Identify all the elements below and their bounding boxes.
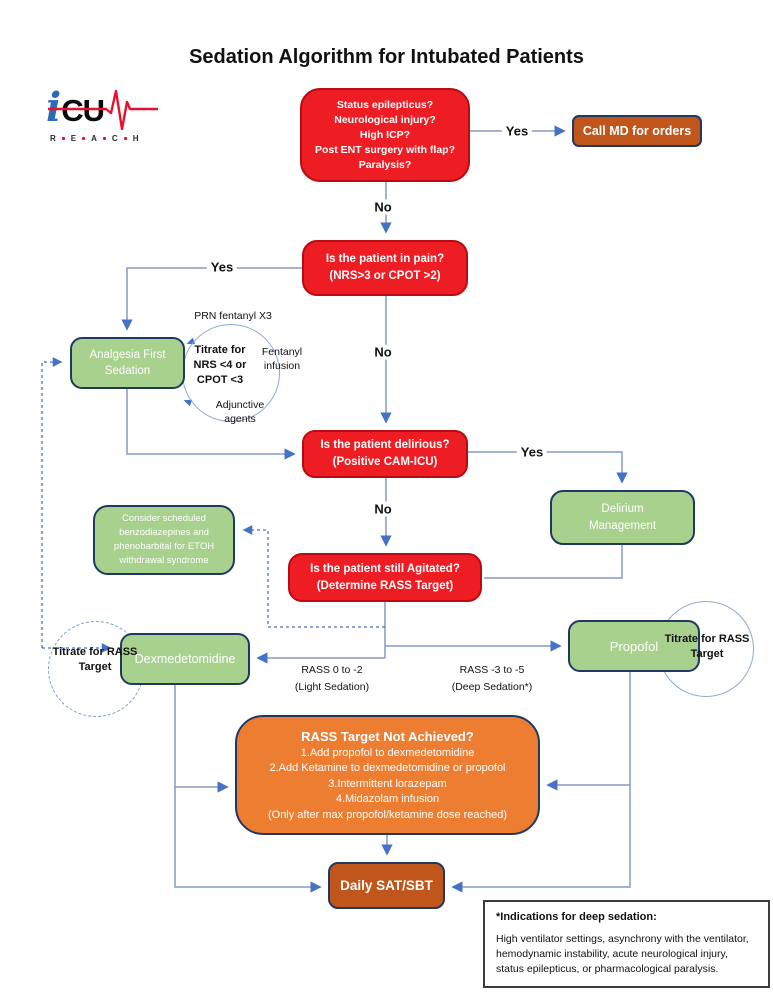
edge-label-no-delirious: No bbox=[370, 501, 396, 517]
delirium-management-node: Delirium Management bbox=[550, 490, 695, 545]
node-line: Paralysis? bbox=[358, 158, 412, 171]
node-line: (Positive CAM-ICU) bbox=[332, 456, 438, 468]
agitated-question-node: Is the patient still Agitated? (Determin… bbox=[288, 553, 482, 602]
reach-letter: A bbox=[91, 134, 97, 143]
node-line: Propofol bbox=[609, 638, 659, 654]
edge-label-yes-pain: Yes bbox=[206, 259, 238, 275]
delirious-question-node: Is the patient delirious? (Positive CAM-… bbox=[302, 430, 468, 478]
cycle-label-fentanyl-infusion: Fentanyl infusion bbox=[261, 346, 303, 372]
node-line: Analgesia First bbox=[89, 349, 166, 361]
dexmedetomidine-node: Dexmedetomidine bbox=[120, 633, 250, 685]
edge-label-no-pain: No bbox=[370, 344, 396, 360]
node-line: Delirium bbox=[601, 502, 644, 515]
node-title: RASS Target Not Achieved? bbox=[301, 728, 474, 744]
red-dot-icon bbox=[123, 137, 127, 140]
red-dot-icon bbox=[61, 137, 65, 140]
edge-label-yes-screening: Yes bbox=[501, 123, 533, 139]
footnote-body: High ventilator settings, asynchrony wit… bbox=[496, 933, 749, 975]
logo-reach-text: R E A C H bbox=[46, 134, 164, 143]
node-line: benzodiazepines and bbox=[119, 527, 209, 538]
node-line: Neurological injury? bbox=[334, 113, 436, 126]
node-line: (Determine RASS Target) bbox=[316, 579, 454, 592]
propofol-node: Propofol bbox=[568, 620, 700, 672]
cycle-label-prn-fentanyl: PRN fentanyl X3 bbox=[194, 310, 272, 322]
footnote-title: *Indications for deep sedation: bbox=[496, 911, 657, 923]
node-line: Is the patient still Agitated? bbox=[310, 562, 460, 575]
red-dot-icon bbox=[82, 137, 86, 140]
node-line: (Only after max propofol/ketamine dose r… bbox=[267, 808, 508, 821]
rass-not-achieved-node: RASS Target Not Achieved? 1.Add propofol… bbox=[235, 715, 540, 835]
edge-label-no-screening: No bbox=[370, 199, 396, 215]
edge-label-yes-delirious: Yes bbox=[516, 444, 548, 460]
call-md-node: Call MD for orders bbox=[572, 115, 702, 147]
logo-letter-i: i bbox=[46, 84, 62, 131]
analgesia-first-sedation-node: Analgesia First Sedation bbox=[70, 337, 185, 389]
node-line: Is the patient in pain? bbox=[325, 253, 445, 265]
node-line: Daily SAT/SBT bbox=[340, 878, 433, 893]
node-line: withdrawal syndrome bbox=[119, 555, 209, 566]
node-line: Sedation bbox=[104, 365, 151, 377]
node-line: Is the patient delirious? bbox=[320, 439, 450, 451]
node-line: Dexmedetomidine bbox=[134, 652, 236, 666]
node-line: (NRS>3 or CPOT >2) bbox=[329, 270, 441, 282]
icu-reach-logo: iCU R E A C H bbox=[46, 86, 164, 154]
node-line: Post ENT surgery with flap? bbox=[314, 143, 456, 156]
benzo-consideration-node: Consider scheduled benzodiazepines and p… bbox=[93, 505, 235, 575]
reach-letter: E bbox=[70, 134, 77, 143]
red-dot-icon bbox=[102, 137, 106, 140]
screening-questions-node: Status epilepticus? Neurological injury?… bbox=[300, 88, 470, 182]
rass-deep-label: RASS -3 to -5 (Deep Sedation*) bbox=[451, 664, 533, 693]
node-line: Consider scheduled bbox=[122, 513, 206, 524]
titrate-rass-label-left: Titrate for RASS Target bbox=[52, 646, 138, 673]
logo-letters-cu: CU bbox=[61, 93, 105, 128]
cycle-label-adjunctive-agents: Adjunctive agents bbox=[215, 399, 265, 425]
rass-light-label: RASS 0 to -2 (Light Sedation) bbox=[294, 664, 370, 693]
logo-wordmark: iCU bbox=[46, 86, 164, 132]
node-line: 4.Midazolam infusion bbox=[335, 793, 440, 806]
node-line: 3.Intermittent lorazepam bbox=[328, 777, 447, 790]
node-line: Management bbox=[588, 519, 657, 532]
node-line: 2.Add Ketamine to dexmedetomidine or pro… bbox=[269, 762, 506, 775]
node-line: Status epilepticus? bbox=[336, 98, 434, 111]
deep-sedation-footnote: *Indications for deep sedation: High ven… bbox=[483, 900, 770, 988]
node-line: 1.Add propofol to dexmedetomidine bbox=[300, 746, 475, 759]
reach-letter: C bbox=[111, 134, 118, 143]
node-line: High ICP? bbox=[359, 128, 411, 141]
pain-question-node: Is the patient in pain? (NRS>3 or CPOT >… bbox=[302, 240, 468, 296]
node-line: phenobarbital for ETOH bbox=[113, 541, 215, 552]
cycle-label-titrate-nrs: Titrate for NRS <4 or CPOT <3 bbox=[193, 344, 247, 386]
reach-letter: R bbox=[50, 134, 56, 143]
node-line: Call MD for orders bbox=[582, 124, 692, 138]
reach-letter: H bbox=[132, 134, 139, 143]
daily-sat-sbt-node: Daily SAT/SBT bbox=[328, 862, 445, 909]
page-title: Sedation Algorithm for Intubated Patient… bbox=[189, 46, 584, 68]
titrate-rass-label-right: Titrate for RASS Target bbox=[664, 633, 750, 660]
ekg-heartbeat-icon bbox=[48, 89, 158, 131]
